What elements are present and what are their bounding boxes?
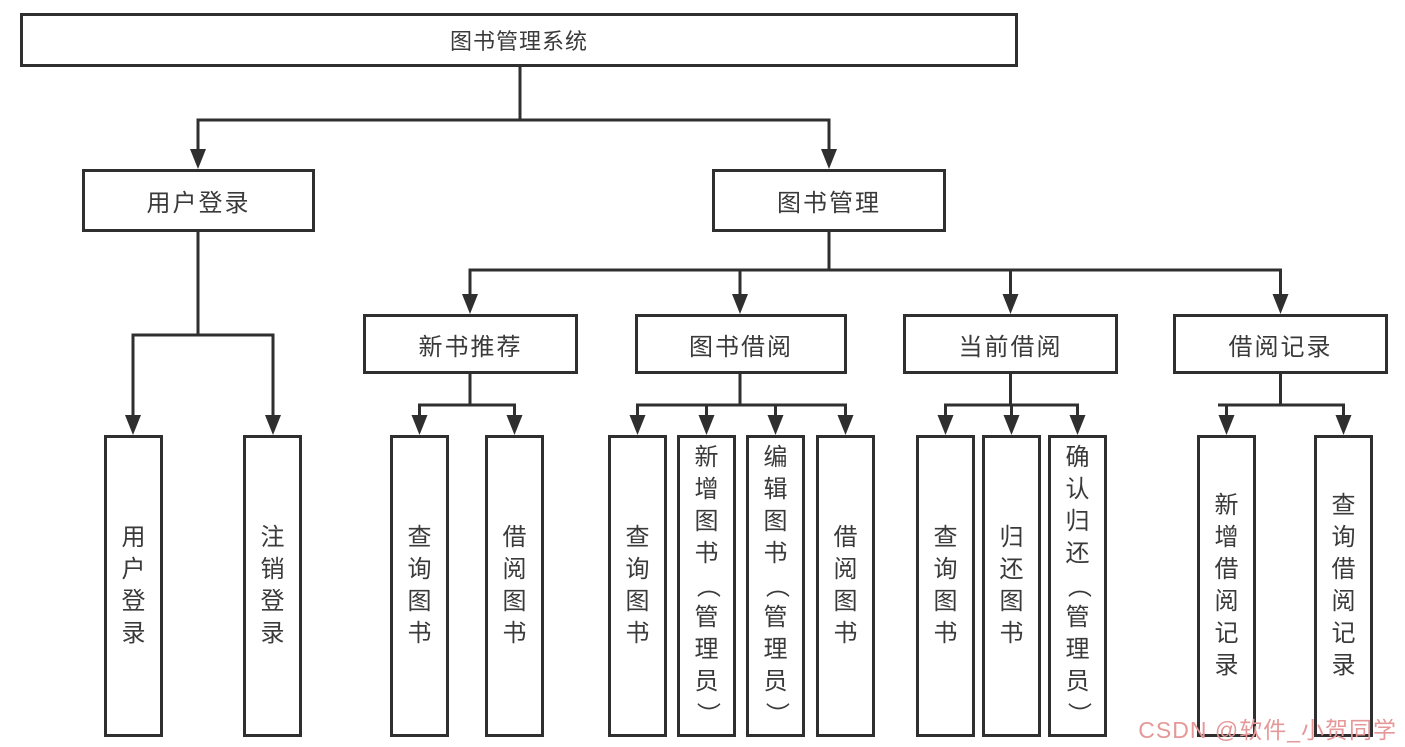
leaf-confirm-return-admin: 确认归还（管理员） — [1048, 435, 1107, 737]
leaf-borrow-books: 借阅图书 — [816, 435, 875, 737]
leaf-user-login: 用户登录 — [104, 435, 163, 737]
leaf-query-books-recommend: 查询图书 — [390, 435, 449, 737]
leaf-borrow-books-recommend: 借阅图书 — [485, 435, 544, 737]
node-book-borrow: 图书借阅 — [635, 314, 847, 374]
node-user-login: 用户登录 — [82, 169, 315, 232]
connector-current-borrow-children — [937, 374, 1086, 435]
connector-book-management-children — [462, 232, 1289, 314]
leaf-query-borrow-record: 查询借阅记录 — [1314, 435, 1373, 737]
csdn-watermark: CSDN @软件_小贺同学 — [1138, 717, 1397, 743]
leaf-query-books-borrow: 查询图书 — [608, 435, 667, 737]
connector-root-to-level1 — [190, 67, 837, 169]
leaf-add-book-admin: 新增图书（管理员） — [677, 435, 736, 737]
connector-user-login-children — [125, 232, 281, 435]
node-library-management-system: 图书管理系统 — [20, 13, 1018, 67]
leaf-logout: 注销登录 — [243, 435, 302, 737]
node-borrow-records: 借阅记录 — [1173, 314, 1388, 374]
node-new-book-recommend: 新书推荐 — [363, 314, 578, 374]
leaf-query-books-current: 查询图书 — [916, 435, 975, 737]
connector-borrow-records-children — [1218, 374, 1352, 435]
node-book-management: 图书管理 — [712, 169, 946, 232]
leaf-add-borrow-record: 新增借阅记录 — [1197, 435, 1256, 737]
leaf-edit-book-admin: 编辑图书（管理员） — [746, 435, 805, 737]
node-current-borrow: 当前借阅 — [903, 314, 1118, 374]
connector-book-borrow-children — [629, 374, 854, 435]
leaf-return-book: 归还图书 — [982, 435, 1041, 737]
connector-new-books-children — [411, 374, 523, 435]
